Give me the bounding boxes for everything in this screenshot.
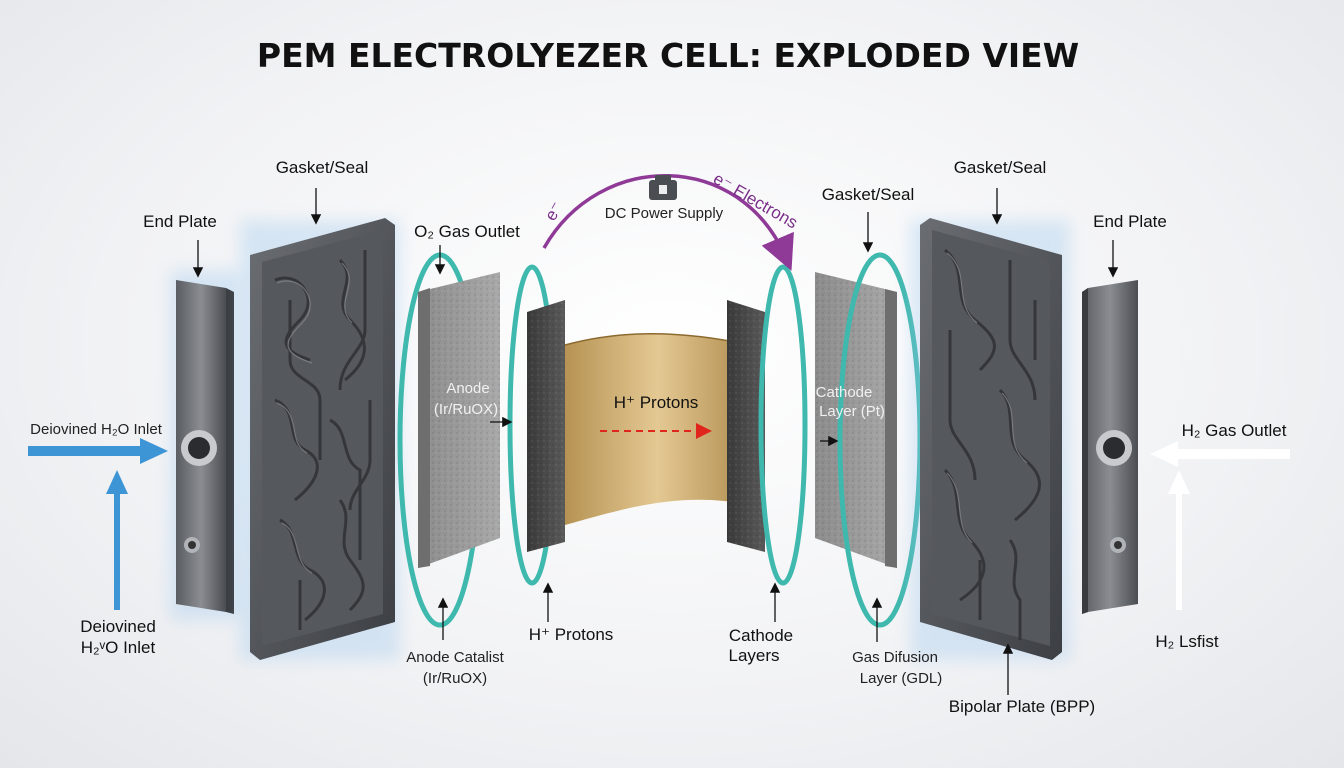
label-h2-outlet: H₂ Gas Outlet <box>1182 421 1287 440</box>
label-gasket-right-outer: Gasket/Seal <box>954 158 1047 177</box>
anode-catalyst-layer <box>527 300 565 552</box>
label-end-plate-left: End Plate <box>143 212 217 231</box>
diagram-title: PEM ELECTROLYEZER CELL: EXPLODED VIEW <box>257 36 1079 75</box>
label-bipolar-plate: Bipolar Plate (BPP) <box>949 697 1095 716</box>
proton-exchange-membrane <box>564 333 751 525</box>
water-inlet-arrow-horizontal <box>28 438 168 464</box>
label-cathode-line2: Layer (Pt) <box>819 403 885 420</box>
label-h-protons-bottom: H⁺ Protons <box>529 625 614 644</box>
water-inlet-arrow-vertical <box>106 470 128 610</box>
cathode-gdl <box>815 272 897 568</box>
label-gdl-line2: Layer (GDL) <box>860 670 943 687</box>
label-gasket-right-inner: Gasket/Seal <box>822 185 915 204</box>
cathode-catalyst-layer <box>727 300 765 552</box>
label-end-plate-right: End Plate <box>1093 212 1167 231</box>
label-h2o-inlet-bottom-line1: Deiovined <box>80 617 156 636</box>
label-cathode-layers-line1: Cathode <box>729 626 793 645</box>
label-h2-bottom: H₂ Lsfist <box>1155 632 1219 651</box>
label-cathode-layers-line2: Layers <box>728 646 779 665</box>
label-anode-catalyst-line1: Anode Catalist <box>406 649 504 666</box>
end-plate-left <box>170 270 240 620</box>
anode-gdl <box>418 272 500 568</box>
label-h2o-inlet-bottom-line2: H₂ᵛO Inlet <box>81 638 156 657</box>
bipolar-plate-right <box>910 218 1070 660</box>
label-dc-power-supply: DC Power Supply <box>605 205 724 222</box>
label-o2-outlet: O₂ Gas Outlet <box>414 222 520 241</box>
label-gasket-left: Gasket/Seal <box>276 158 369 177</box>
dc-power-supply-icon <box>649 175 677 200</box>
label-anode-catalyst-line2: (Ir/RuOX) <box>423 670 487 687</box>
label-h-protons-center: H⁺ Protons <box>614 393 699 412</box>
label-gdl-line1: Gas Difusion <box>852 649 938 666</box>
bipolar-plate-left <box>240 218 400 660</box>
label-electron-right: e⁻ Electrons <box>710 169 801 232</box>
h2-outlet-arrow-vertical <box>1168 470 1190 610</box>
label-cathode-line1: Cathode <box>816 384 873 401</box>
gasket-ring-right-inner <box>758 264 808 586</box>
h2-outlet-arrow-horizontal <box>1150 441 1290 467</box>
end-plate-right <box>1082 280 1138 614</box>
label-anode-line1: Anode <box>446 380 489 397</box>
label-anode-line2: (Ir/RuOX) <box>434 401 498 418</box>
label-h2o-inlet-side: Deiovined H₂O Inlet <box>30 421 163 438</box>
